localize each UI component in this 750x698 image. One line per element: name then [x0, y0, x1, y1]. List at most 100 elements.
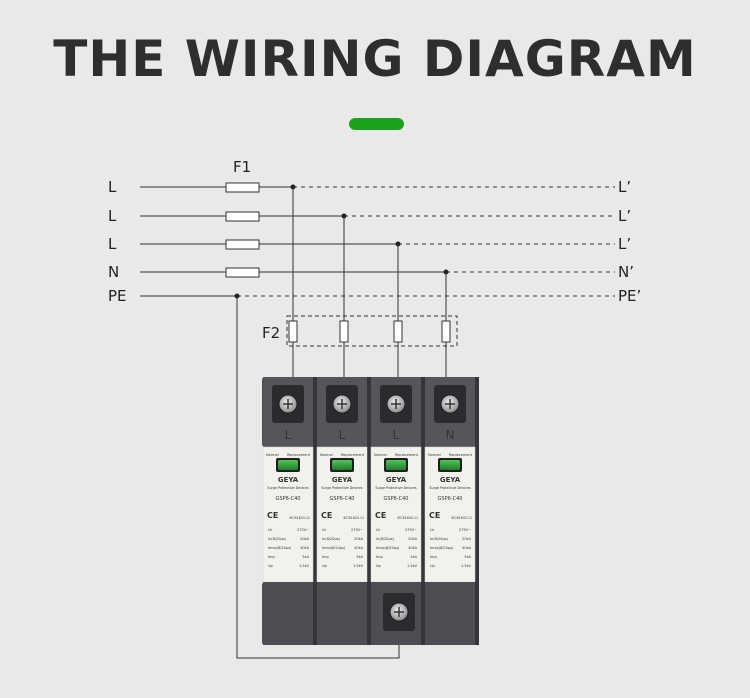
- spec-label: Up: [268, 564, 274, 568]
- output-label: L’: [618, 178, 631, 196]
- input-labels: L L L N PE: [108, 178, 127, 305]
- spec-value: 275V~: [459, 528, 471, 532]
- brand-logo: GEYA: [386, 476, 407, 484]
- fuse-f1-l3: [225, 239, 260, 250]
- fuse-f1-l2: [225, 211, 260, 222]
- input-label: N: [108, 263, 119, 281]
- status-indicator-window: [332, 460, 352, 470]
- output-labels: L’ L’ L’ N’ PE’: [618, 178, 641, 305]
- status-indicator-window: [278, 460, 298, 470]
- output-label: L’: [618, 207, 631, 225]
- spec-value: 40kA: [354, 546, 363, 550]
- spec-value: 20kA: [462, 537, 471, 541]
- standard-label: IEC61643-11: [397, 516, 418, 520]
- spec-value: 5kA: [410, 555, 417, 559]
- spec-value: 275V~: [297, 528, 309, 532]
- output-label: N’: [618, 263, 634, 281]
- module-gap: [367, 377, 371, 645]
- input-label: PE: [108, 287, 127, 305]
- status-indicator-window: [386, 460, 406, 470]
- spec-label: In(8/20μs): [430, 537, 449, 541]
- standard-label: IEC61643-11: [289, 516, 310, 520]
- brand-subtitle: Surge Protective Devices: [267, 486, 309, 490]
- spec-label: Imp: [430, 555, 437, 559]
- standard-label: IEC61643-11: [343, 516, 364, 520]
- terminal-label: L: [393, 428, 400, 442]
- spec-label: Uc: [430, 528, 435, 532]
- spec-value: 275V~: [405, 528, 417, 532]
- spec-label: Imax(8/20μs): [268, 546, 292, 550]
- spec-label: Up: [430, 564, 436, 568]
- module-bottom: [263, 582, 313, 645]
- spec-value: 1.5kV: [461, 564, 472, 568]
- spec-value: 20kA: [354, 537, 363, 541]
- terminal-label: L: [285, 428, 292, 442]
- spec-value: 275V~: [351, 528, 363, 532]
- spec-label: Imp: [322, 555, 329, 559]
- input-label: L: [108, 207, 117, 225]
- f2-group-box: [286, 315, 458, 347]
- title-accent-bar: [349, 118, 404, 130]
- module-bottom: [317, 582, 367, 645]
- status-indicator-window: [440, 460, 460, 470]
- input-label: L: [108, 235, 117, 253]
- module-bottom: [425, 582, 475, 645]
- output-label: L’: [618, 235, 631, 253]
- status-label-replacement: Replacement: [287, 453, 311, 457]
- spec-value: 1.5kV: [407, 564, 418, 568]
- ground-terminal: [383, 593, 415, 631]
- model-number: GSP6-C40: [438, 496, 463, 502]
- spec-value: 5kA: [302, 555, 309, 559]
- brand-subtitle: Surge Protective Devices: [321, 486, 363, 490]
- spec-value: 20kA: [408, 537, 417, 541]
- fuse-f1-n: [225, 267, 260, 278]
- ce-mark: CE: [375, 511, 386, 520]
- spec-label: Uc: [268, 528, 273, 532]
- brand-logo: GEYA: [332, 476, 353, 484]
- spec-label: Imp: [376, 555, 383, 559]
- spec-label: Imax(8/20μs): [430, 546, 454, 550]
- output-label: PE’: [618, 287, 641, 305]
- spec-label: Uc: [322, 528, 327, 532]
- spec-label: In(8/20μs): [268, 537, 287, 541]
- model-number: GSP6-C40: [330, 496, 355, 502]
- fuse-label-f1: F1: [233, 158, 251, 176]
- brand-logo: GEYA: [440, 476, 461, 484]
- spec-value: 5kA: [356, 555, 363, 559]
- status-label-normal: Normal: [428, 453, 441, 457]
- page-title: THE WIRING DIAGRAM: [53, 30, 697, 88]
- fuse-f1-l1: [225, 182, 260, 193]
- status-label-normal: Normal: [266, 453, 279, 457]
- spec-label: Uc: [376, 528, 381, 532]
- fuse-f2-2: [339, 320, 349, 343]
- f2-fuses: [288, 320, 451, 343]
- fuse-label-f2: F2: [262, 324, 280, 342]
- spec-label: In(8/20μs): [322, 537, 341, 541]
- spec-label: In(8/20μs): [376, 537, 395, 541]
- module-gap: [421, 377, 425, 645]
- spec-value: 1.5kV: [299, 564, 310, 568]
- status-label-replacement: Replacement: [341, 453, 365, 457]
- brand-logo: GEYA: [278, 476, 299, 484]
- fuse-f2-1: [288, 320, 298, 343]
- spec-value: 40kA: [300, 546, 309, 550]
- ce-mark: CE: [321, 511, 332, 520]
- f1-fuses: [225, 182, 260, 278]
- spec-value: 40kA: [408, 546, 417, 550]
- spec-value: 1.5kV: [353, 564, 364, 568]
- terminal-label: N: [446, 428, 455, 442]
- brand-subtitle: Surge Protective Devices: [429, 486, 471, 490]
- ce-mark: CE: [267, 511, 278, 520]
- spec-label: Up: [322, 564, 328, 568]
- model-number: GSP6-C40: [384, 496, 409, 502]
- status-label-replacement: Replacement: [449, 453, 473, 457]
- spec-label: Imax(8/20μs): [322, 546, 346, 550]
- junctions: [234, 184, 449, 299]
- fuse-f2-4: [441, 320, 451, 343]
